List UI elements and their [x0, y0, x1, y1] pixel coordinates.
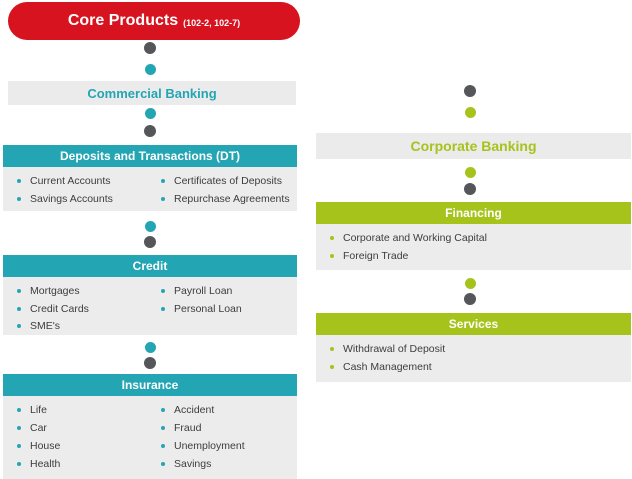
list-item: Health — [17, 455, 161, 473]
list-item-label: Accident — [174, 404, 215, 416]
list-item: Credit Cards — [17, 300, 161, 318]
section-header-credit: Credit — [3, 255, 297, 277]
bullet-icon — [17, 324, 21, 329]
core-products-pill: Core Products (102-2, 102-7) — [8, 2, 300, 40]
list-item: Unemployment — [161, 437, 297, 455]
section-header-financing: Financing — [316, 202, 631, 224]
bullet-icon — [161, 426, 165, 430]
connector-dot — [145, 108, 156, 119]
connector-dot — [145, 342, 156, 353]
section-header-deposits: Deposits and Transactions (DT) — [3, 145, 297, 167]
connector-dot — [464, 183, 476, 195]
list-item: Certificates of Deposits — [161, 172, 297, 190]
connector-dot — [144, 42, 156, 54]
list-item-label: Payroll Loan — [174, 285, 233, 297]
connector-dot — [465, 107, 476, 118]
list-item-label: Fraud — [174, 422, 202, 434]
connector-dot — [465, 167, 476, 178]
bullet-icon — [330, 236, 334, 240]
bullet-icon — [161, 408, 165, 412]
list-item: Payroll Loan — [161, 282, 297, 300]
bullet-icon — [161, 307, 165, 311]
list-item: Accident — [161, 401, 297, 419]
list-item-label: Life — [30, 404, 47, 416]
bullet-icon — [161, 179, 165, 183]
list-item-label: Credit Cards — [30, 302, 89, 315]
list-item: Savings Accounts — [17, 190, 161, 208]
connector-dot — [144, 236, 156, 248]
list-item-label: Savings — [174, 458, 212, 470]
connector-dot — [144, 125, 156, 137]
list-item-label: SME's — [30, 320, 61, 333]
list-item-label: Health — [30, 458, 61, 470]
list-item: SME's — [17, 317, 161, 335]
list-item-label: Mortgages — [30, 284, 80, 297]
list-item-label: Foreign Trade — [343, 250, 409, 262]
list-item: Car — [17, 419, 161, 437]
list-item-label: Car — [30, 422, 47, 434]
list-item: Life — [17, 401, 161, 419]
section-box-services: Withdrawal of Deposit Cash Management — [316, 335, 631, 382]
list-item-label: Savings Accounts — [30, 193, 113, 205]
bullet-icon — [17, 197, 21, 201]
list-item-label: Personal Loan — [174, 303, 242, 315]
connector-dot — [464, 85, 476, 97]
core-products-code: (102-2, 102-7) — [183, 18, 241, 28]
list-item: Savings — [161, 455, 297, 473]
list-item-label: Repurchase Agreements — [174, 193, 290, 205]
bullet-icon — [17, 306, 21, 311]
list-item: Foreign Trade — [330, 247, 631, 265]
connector-dot — [465, 278, 476, 289]
list-item: Withdrawal of Deposit — [330, 340, 631, 358]
list-item: Cash Management — [330, 358, 631, 376]
list-item-label: Unemployment — [174, 440, 245, 452]
bullet-icon — [161, 444, 165, 448]
bullet-icon — [161, 289, 165, 293]
list-item-label: Current Accounts — [30, 175, 111, 187]
section-header-insurance: Insurance — [3, 374, 297, 396]
bullet-icon — [330, 365, 334, 369]
list-item: Mortgages — [17, 282, 161, 300]
bullet-icon — [17, 179, 21, 183]
list-item: Fraud — [161, 419, 297, 437]
section-header-services: Services — [316, 313, 631, 335]
connector-dot — [145, 64, 156, 75]
bullet-icon — [161, 197, 165, 201]
bullet-icon — [330, 347, 334, 351]
list-item-label: Corporate and Working Capital — [343, 232, 487, 244]
list-item: Repurchase Agreements — [161, 190, 297, 208]
section-box-credit: Mortgages Credit Cards SME's Payroll Loa… — [3, 277, 297, 335]
list-item-label: Cash Management — [343, 361, 432, 373]
connector-dot — [144, 357, 156, 369]
bullet-icon — [17, 426, 21, 430]
bullet-icon — [161, 462, 165, 466]
bullet-icon — [17, 288, 21, 293]
list-item: Corporate and Working Capital — [330, 229, 631, 247]
section-box-insurance: Life Car House Health Accident Fraud Une… — [3, 396, 297, 479]
list-item-label: Withdrawal of Deposit — [343, 343, 446, 355]
bullet-icon — [17, 462, 21, 466]
section-box-deposits: Current Accounts Savings Accounts Certif… — [3, 167, 297, 211]
corporate-banking-bar: Corporate Banking — [316, 133, 631, 159]
list-item: Personal Loan — [161, 300, 297, 318]
connector-dot — [464, 293, 476, 305]
bullet-icon — [17, 408, 21, 412]
list-item: Current Accounts — [17, 172, 161, 190]
list-item-label: House — [30, 440, 61, 452]
connector-dot — [145, 221, 156, 232]
bullet-icon — [330, 254, 334, 258]
list-item-label: Certificates of Deposits — [174, 175, 282, 187]
section-box-financing: Corporate and Working Capital Foreign Tr… — [316, 224, 631, 270]
list-item: House — [17, 437, 161, 455]
bullet-icon — [17, 444, 21, 448]
commercial-banking-bar: Commercial Banking — [8, 81, 296, 105]
core-products-title: Core Products — [67, 12, 179, 29]
